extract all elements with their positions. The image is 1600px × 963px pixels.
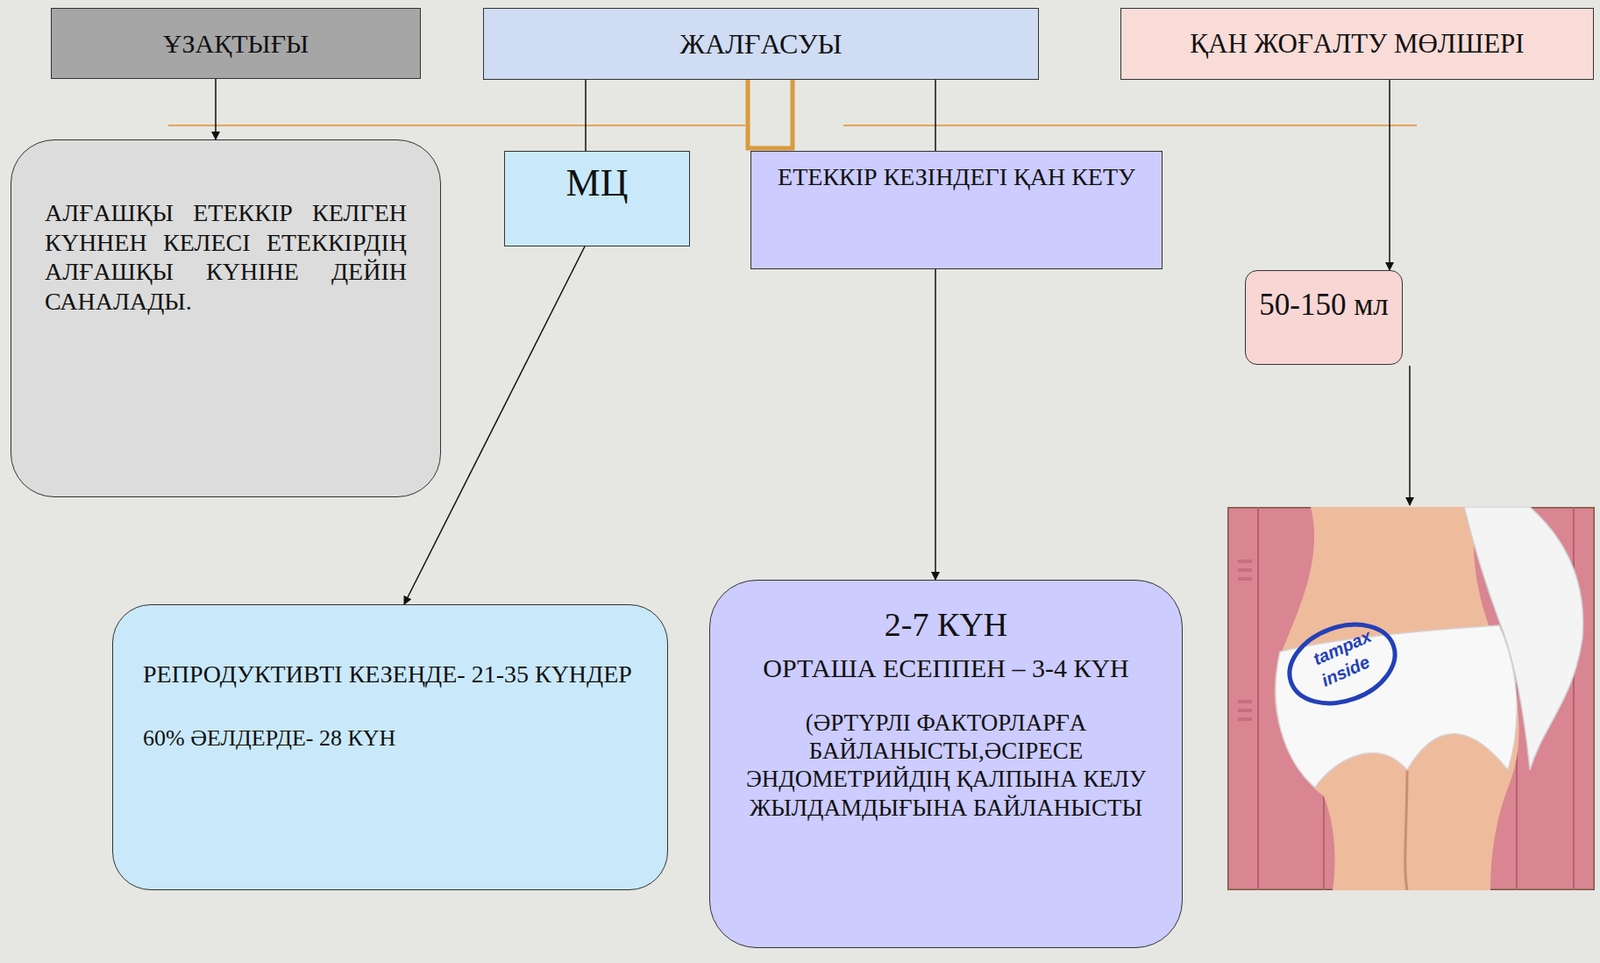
connector: [934, 79, 937, 151]
text-box: ЕТЕККІР КЕЗІНДЕГІ ҚАН КЕТУ: [750, 150, 1163, 270]
box-text: АЛҒАШҚЫ ЕТЕККІР КЕЛГЕН КҮННЕН КЕЛЕСІ ЕТЕ…: [44, 198, 407, 316]
box-text: 2-7 КҮН: [736, 604, 1156, 646]
leader-arrow: [1408, 365, 1411, 505]
text-box: 50-150 мл: [1244, 270, 1403, 365]
text-box: ЖАЛҒАСУЫ: [483, 7, 1039, 80]
photo-illustration: [1227, 506, 1595, 890]
connector: [934, 269, 937, 580]
text-box: РЕПРОДУКТИВТІ КЕЗЕҢДЕ- 21-35 КҮНДЕР 60% Ә…: [112, 604, 669, 890]
text-box: АЛҒАШҚЫ ЕТЕККІР КЕЛГЕН КҮННЕН КЕЛЕСІ ЕТЕ…: [10, 139, 441, 498]
box-text: РЕПРОДУКТИВТІ КЕЗЕҢДЕ- 21-35 КҮНДЕР: [142, 659, 641, 690]
text-box: ҚАН ЖОҒАЛТУ МӨЛШЕРІ: [1120, 7, 1594, 80]
text-box: МЦ: [504, 150, 690, 247]
orange-rule: [843, 124, 1417, 127]
box-text: ЖАЛҒАСУЫ: [492, 27, 1030, 61]
box-text: ҰЗАҚТЫҒЫ: [60, 28, 412, 60]
box-text: ЕТЕККІР КЕЗІНДЕГІ ҚАН КЕТУ: [765, 162, 1148, 192]
box-text: 50-150 мл: [1251, 286, 1397, 324]
connector: [1388, 79, 1391, 271]
text-box: 2-7 КҮН ОРТАША ЕСЕППЕН – 3-4 КҮН (ӘРТҮРЛІ …: [709, 579, 1183, 948]
connector: [214, 78, 217, 140]
text-box: ҰЗАҚТЫҒЫ: [50, 7, 421, 79]
connector: [584, 79, 587, 151]
box-text: 60% ӘЕЛДЕРДЕ- 28 КҮН: [142, 724, 641, 752]
orange-rule: [168, 124, 746, 127]
orange-bracket: [747, 79, 793, 149]
box-text: ОРТАША ЕСЕППЕН – 3-4 КҮН: [736, 652, 1156, 684]
box-text: (ӘРТҮРЛІ ФАКТОРЛАРҒА БАЙЛАНЫСТЫ,ӘСІРЕСЕ …: [736, 708, 1156, 823]
box-text: ҚАН ЖОҒАЛТУ МӨЛШЕРІ: [1130, 27, 1585, 60]
box-text: МЦ: [512, 160, 683, 207]
